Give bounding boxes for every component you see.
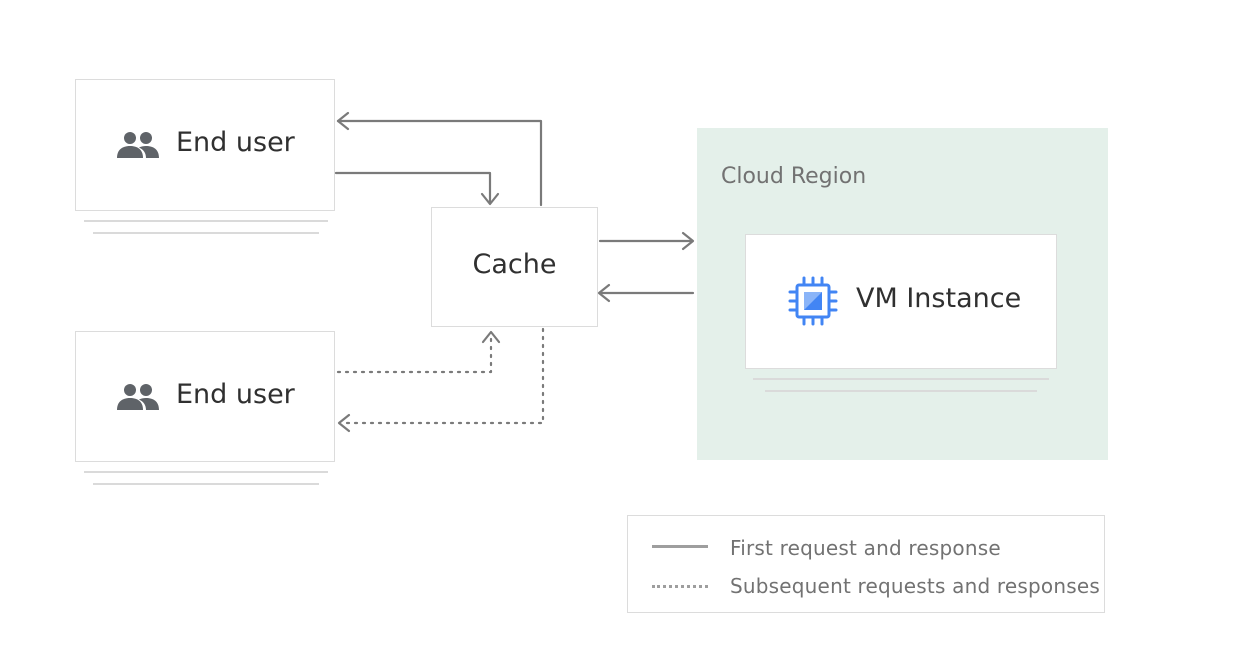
end-user-top-box: End user — [75, 79, 335, 211]
end-user-top-shadow-line — [93, 232, 319, 234]
legend-solid-label: First request and response — [730, 536, 1001, 560]
chip-icon — [788, 276, 838, 326]
legend-dotted-label: Subsequent requests and responses — [730, 574, 1100, 598]
legend-solid-swatch — [652, 545, 708, 548]
end-user-bottom-label: End user — [176, 379, 295, 410]
end-user-bottom-shadow-line — [84, 471, 328, 473]
arrowhead — [597, 283, 611, 303]
end-user-top-label: End user — [176, 127, 295, 158]
subsequent-response-arrow — [340, 327, 545, 425]
arrowhead — [336, 111, 350, 131]
end-user-bottom-shadow-line — [93, 483, 319, 485]
people-icon — [117, 384, 159, 410]
request-arrow-top — [334, 171, 492, 205]
arrowhead — [337, 413, 351, 433]
cache-label: Cache — [472, 249, 557, 280]
vm-instance-label: VM Instance — [856, 283, 1022, 314]
end-user-top-shadow-line — [84, 220, 328, 222]
arrowhead — [681, 231, 695, 251]
vm-shadow-line — [765, 390, 1037, 392]
cloud-region-label: Cloud Region — [721, 164, 867, 189]
legend: First request and response Subsequent re… — [627, 515, 1105, 613]
arrowhead — [480, 192, 500, 206]
subsequent-request-arrow — [336, 334, 493, 374]
end-user-bottom-box: End user — [75, 331, 335, 462]
legend-dotted-swatch — [652, 585, 708, 588]
arrowhead — [481, 330, 501, 344]
people-icon — [117, 132, 159, 158]
vm-shadow-line — [753, 378, 1049, 380]
vm-instance-box: VM Instance — [745, 234, 1057, 369]
cache-box: Cache — [431, 207, 598, 327]
cloud-region: Cloud Region VM Instance — [697, 128, 1108, 460]
response-arrow-top — [336, 119, 543, 207]
